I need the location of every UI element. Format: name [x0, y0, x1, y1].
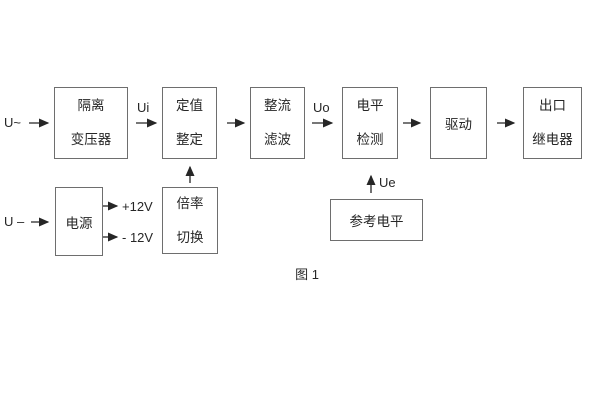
- block-isolation-transformer-line1: 隔离: [77, 98, 105, 113]
- block-multiplier-switch-line2: 切换: [176, 229, 204, 245]
- label-ue-signal: Ue: [379, 175, 396, 190]
- label-uo-signal: Uo: [313, 100, 330, 115]
- block-drive: 驱动: [430, 87, 487, 159]
- block-drive-label: 驱动: [445, 117, 472, 132]
- block-output-relay-line1: 出口: [539, 98, 566, 113]
- block-level-detection-line1: 电平: [356, 98, 384, 113]
- label-ui-signal: Ui: [137, 100, 150, 115]
- block-isolation-transformer-line2: 变压器: [70, 132, 112, 147]
- block-output-relay-line2: 继电器: [532, 132, 573, 147]
- block-rectifier-filter-line2: 滤波: [264, 132, 291, 147]
- block-multiplier-switch: 倍率 切换: [162, 187, 218, 254]
- block-rectifier-filter-line1: 整流: [264, 98, 291, 113]
- block-isolation-transformer: 隔离 变压器: [54, 87, 128, 159]
- block-value-setting: 定值 整定: [162, 87, 217, 159]
- block-reference-level: 参考电平: [330, 199, 423, 241]
- block-value-setting-line1: 定值: [176, 98, 203, 113]
- label-ac-input: U~: [4, 115, 21, 130]
- block-multiplier-switch-line1: 倍率: [176, 195, 204, 211]
- block-output-relay: 出口 继电器: [523, 87, 582, 159]
- block-power-supply: 电源: [55, 187, 103, 256]
- block-reference-level-label: 参考电平: [349, 214, 404, 229]
- label-dc-input: U –: [4, 214, 25, 229]
- block-level-detection: 电平 检测: [342, 87, 398, 159]
- figure-caption: 图 1: [295, 267, 319, 282]
- label-plus-12v: +12V: [122, 199, 153, 214]
- block-level-detection-line2: 检测: [356, 132, 384, 147]
- block-value-setting-line2: 整定: [176, 132, 203, 147]
- block-rectifier-filter: 整流 滤波: [250, 87, 305, 159]
- label-minus-12v: - 12V: [122, 230, 154, 245]
- block-power-supply-label: 电源: [65, 215, 93, 231]
